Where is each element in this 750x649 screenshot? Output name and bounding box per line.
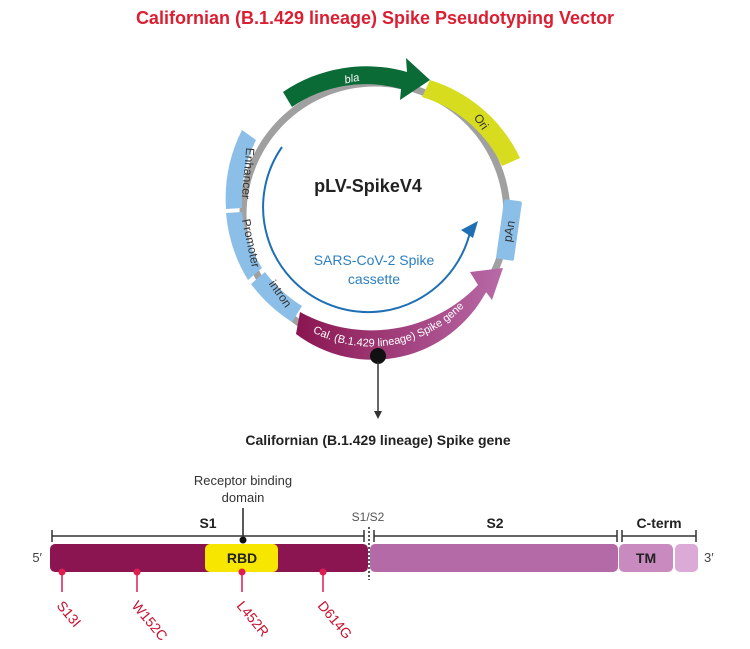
five-prime-label: 5′: [32, 550, 42, 565]
s2-label: S2: [486, 515, 503, 531]
page-title: Californian (B.1.429 lineage) Spike Pseu…: [135, 8, 615, 28]
s2-bracket: [373, 530, 618, 542]
tm-region-bar[interactable]: [619, 544, 673, 572]
feature-bla[interactable]: bla: [283, 58, 430, 107]
mutation-s13i[interactable]: S13I: [54, 568, 85, 631]
rbd-annotation-line2: domain: [222, 490, 265, 505]
gene-title: Californian (B.1.429 lineage) Spike gene: [245, 432, 511, 448]
mutation-w152c-label: W152C: [129, 598, 171, 644]
cterm-label: C-term: [636, 515, 681, 531]
rbd-annotation-line1: Receptor binding: [194, 473, 292, 488]
feature-enhancer-label: Enhancer: [239, 147, 257, 199]
mutation-s13i-label: S13I: [54, 598, 85, 630]
gene-pointer-dot: [370, 348, 386, 364]
feature-enhancer[interactable]: Enhancer: [225, 130, 258, 209]
cterm-bracket: [621, 530, 697, 542]
three-prime-label: 3′: [704, 550, 714, 565]
gene-pointer-arrowhead: [374, 411, 382, 419]
tm-label: TM: [636, 550, 656, 566]
mutation-w152c[interactable]: W152C: [129, 568, 171, 644]
cassette-label-line2: cassette: [348, 271, 400, 287]
rbd-region-bar[interactable]: [205, 544, 278, 572]
cassette-arc: [262, 146, 478, 314]
feature-pan[interactable]: pAn: [496, 199, 522, 261]
cytoplasmic-tail-bar[interactable]: [675, 544, 698, 572]
mutation-l452r-label: L452R: [234, 598, 273, 640]
mutation-d614g[interactable]: D614G: [315, 568, 356, 642]
s1-label: S1: [199, 515, 216, 531]
plasmid-name: pLV-SpikeV4: [314, 176, 422, 196]
feature-pan-label: pAn: [500, 220, 517, 243]
feature-promoter[interactable]: Promoter: [226, 212, 263, 280]
cleavage-site-label: S1/S2: [352, 510, 385, 524]
feature-bla-label: bla: [343, 72, 360, 87]
s2-region-bar[interactable]: [370, 544, 618, 572]
mutation-d614g-label: D614G: [315, 598, 356, 642]
rbd-annotation-dot: [239, 536, 247, 544]
mutation-l452r[interactable]: L452R: [234, 568, 273, 640]
feature-ori[interactable]: Ori: [422, 80, 520, 166]
cassette-label-line1: SARS-CoV-2 Spike: [314, 252, 435, 268]
s1-bracket: [51, 530, 365, 542]
rbd-label: RBD: [227, 550, 257, 566]
